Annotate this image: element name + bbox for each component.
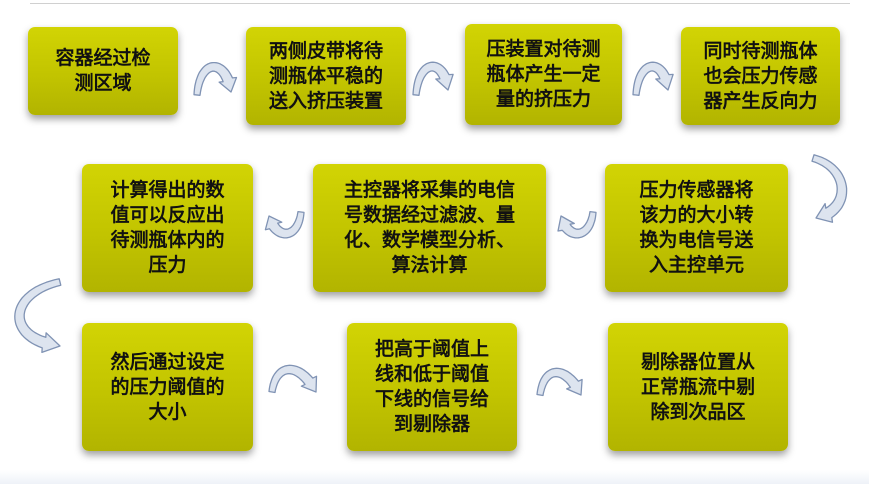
arrow-step3-to-step4 <box>632 61 674 96</box>
arrow-step6-to-step7 <box>264 210 305 239</box>
step-1-box: 容器经过检 测区域 <box>28 27 178 115</box>
step-4-text: 同时待测瓶体 也会压力传感 器产生反向力 <box>703 39 818 112</box>
step-10-box: 剔除器位置从 正常瓶流中剔 除到次品区 <box>608 323 788 451</box>
step-6-text: 主控器将采集的电信 号数据经过滤波、量 化、数学模型分析、 算法计算 <box>343 179 515 276</box>
step-9-text: 把高于阈值上 线和低于阈值 下线的信号给 到剔除器 <box>374 338 489 435</box>
step-1-text: 容器经过检 测区域 <box>55 47 151 94</box>
step-10-text: 剔除器位置从 正常瓶流中剔 除到次品区 <box>640 350 755 423</box>
arrow-step2-to-step3 <box>412 61 454 96</box>
step-8-box: 然后通过设定 的压力阈值的 大小 <box>82 323 253 451</box>
step-7-box: 计算得出的数 值可以反应出 待测瓶体内的 压力 <box>82 164 253 292</box>
step-4-box: 同时待测瓶体 也会压力传感 器产生反向力 <box>681 27 840 125</box>
step-3-box: 压装置对待测 瓶体产生一定 量的挤压力 <box>465 24 622 125</box>
arrow-step4-to-step5 <box>811 154 848 223</box>
step-9-box: 把高于阈值上 线和低于阈值 下线的信号给 到剔除器 <box>347 323 517 451</box>
step-3-text: 压装置对待测 瓶体产生一定 量的挤压力 <box>486 38 601 110</box>
step-5-text: 压力传感器将 该力的大小转 换为电信号送 入主控单元 <box>639 179 754 276</box>
top-divider <box>30 3 850 4</box>
arrow-step8-to-step9 <box>268 364 318 394</box>
arrow-step1-to-step2 <box>193 61 238 96</box>
step-2-text: 两侧皮带将待 测瓶体平稳的 送入挤压装置 <box>268 39 383 112</box>
step-5-box: 压力传感器将 该力的大小转 换为电信号送 入主控单元 <box>605 164 788 292</box>
step-2-box: 两侧皮带将待 测瓶体平稳的 送入挤压装置 <box>246 27 406 125</box>
arrow-step5-to-step6 <box>557 210 597 239</box>
step-7-text: 计算得出的数 值可以反应出 待测瓶体内的 压力 <box>110 179 225 276</box>
arrow-step7-to-step8 <box>14 278 62 354</box>
arrow-step9-to-step10 <box>536 367 583 397</box>
step-8-text: 然后通过设定 的压力阈值的 大小 <box>110 350 225 423</box>
step-6-box: 主控器将采集的电信 号数据经过滤波、量 化、数学模型分析、 算法计算 <box>313 164 546 292</box>
bottom-band <box>0 470 869 484</box>
